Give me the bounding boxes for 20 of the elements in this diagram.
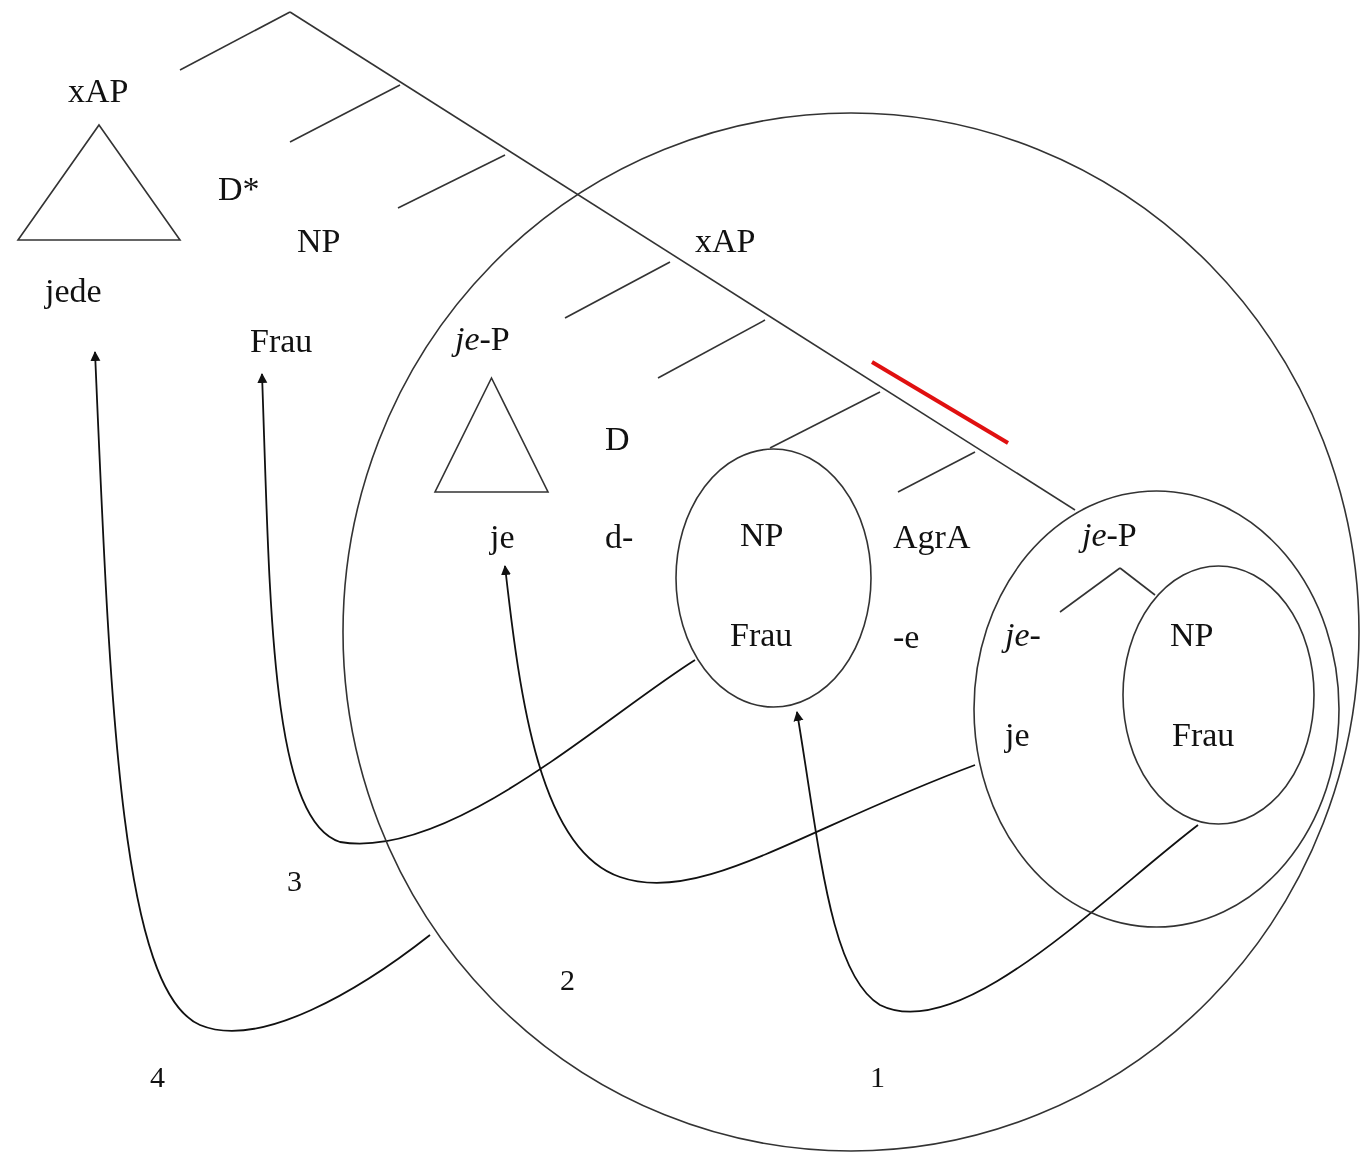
category-label: je <box>1005 718 1030 752</box>
category-label: NP <box>1170 618 1214 652</box>
category-label: NP <box>740 518 784 552</box>
category-label: -e <box>893 620 920 654</box>
category-label: Frau <box>730 618 793 652</box>
category-label: je <box>490 520 515 554</box>
category-label: xAP <box>68 74 129 108</box>
movement-arrow <box>90 351 431 1032</box>
movement-arrow <box>793 711 1199 1013</box>
movement-arrow <box>501 565 976 884</box>
category-label: Frau <box>250 324 313 358</box>
category-label: d- <box>605 520 634 554</box>
category-label: D <box>605 422 630 456</box>
category-label: Frau <box>1172 718 1235 752</box>
category-label: D* <box>218 172 260 206</box>
category-label: NP <box>297 224 341 258</box>
category-label: jede <box>45 274 102 308</box>
movement-arrow <box>257 373 696 845</box>
category-label: AgrA <box>893 520 971 554</box>
category-label: xAP <box>695 224 756 258</box>
